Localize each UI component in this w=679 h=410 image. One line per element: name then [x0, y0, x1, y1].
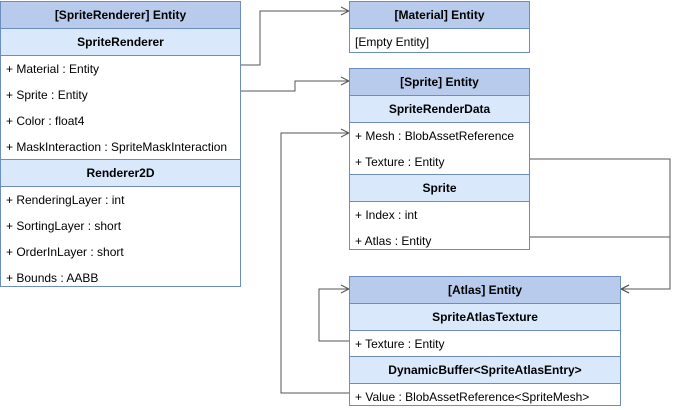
edge-atlas-field-to-atlas-entity	[530, 236, 671, 289]
field-index: + Index : int	[355, 208, 418, 222]
sprite-renderer-entity-box[interactable]: [SpriteRenderer] Entity SpriteRenderer +…	[0, 1, 241, 287]
field-atlas-texture: + Texture : Entity	[350, 331, 620, 357]
sprite-section: Sprite	[350, 175, 529, 202]
sprite-renderer-entity-title: [SpriteRenderer] Entity	[1, 2, 240, 29]
material-entity-box[interactable]: [Material] Entity [Empty Entity]	[349, 1, 530, 53]
field-material: + Material : Entity	[6, 62, 100, 76]
field-sprite: + Sprite : Entity	[6, 88, 88, 102]
edge-material-to-material-entity	[241, 11, 349, 66]
edge-sprite-to-sprite-entity	[241, 81, 349, 92]
field-order-in-layer: + OrderInLayer : short	[6, 245, 124, 259]
renderer2d-section: Renderer2D	[1, 160, 240, 187]
field-atlas: + Atlas : Entity	[355, 234, 432, 248]
field-empty-entity: [Empty Entity]	[355, 35, 430, 49]
sprite-atlas-texture-section: SpriteAtlasTexture	[350, 304, 620, 331]
sprite-renderer-section: SpriteRenderer	[1, 29, 240, 56]
field-rendering-layer: + RenderingLayer : int	[6, 193, 125, 207]
edge-atlas-texture-loop	[318, 289, 349, 342]
dynamic-buffer-section: DynamicBuffer<SpriteAtlasEntry>	[350, 357, 620, 384]
atlas-entity-title: [Atlas] Entity	[350, 277, 620, 304]
field-sorting-layer: + SortingLayer : short	[6, 219, 122, 233]
edge-sprite-texture-to-atlas-entity	[530, 158, 671, 289]
field-mesh: + Mesh : BlobAssetReference	[355, 129, 515, 143]
field-value: + Value : BlobAssetReference<SpriteMesh>	[355, 390, 590, 404]
field-bounds: + Bounds : AABB	[6, 271, 99, 285]
sprite-entity-box[interactable]: [Sprite] Entity SpriteRenderData + Mesh …	[349, 68, 530, 250]
field-texture: + Texture : Entity	[350, 149, 529, 175]
atlas-entity-box[interactable]: [Atlas] Entity SpriteAtlasTexture + Text…	[349, 276, 621, 406]
sprite-render-data-section: SpriteRenderData	[350, 96, 529, 123]
edge-value-to-mesh	[280, 133, 349, 394]
field-mask-interaction: + MaskInteraction : SpriteMaskInteractio…	[1, 134, 240, 160]
sprite-entity-title: [Sprite] Entity	[350, 69, 529, 96]
material-entity-title: [Material] Entity	[350, 2, 529, 29]
field-color: + Color : float4	[6, 114, 85, 128]
